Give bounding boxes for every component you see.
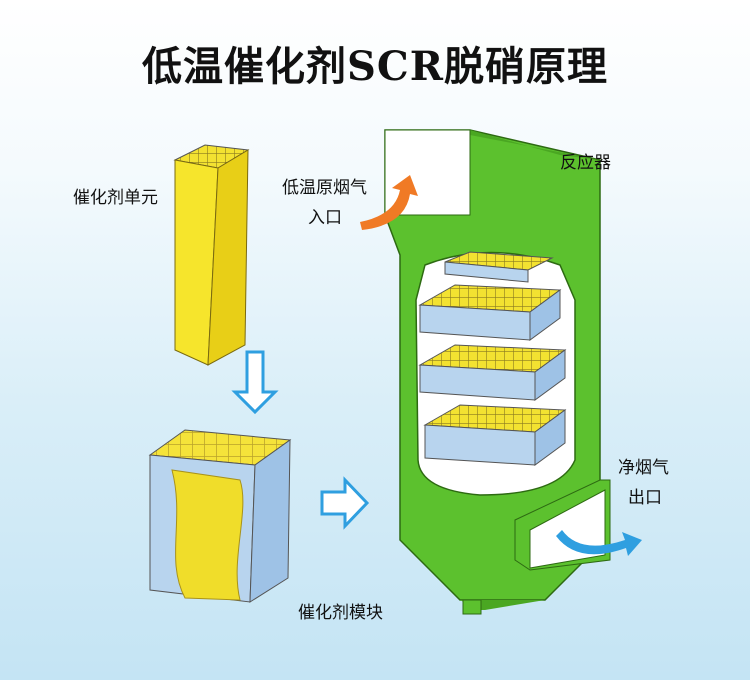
outlet-label-line2: 出口 [628, 488, 662, 508]
catalyst-module-label: 催化剂模块 [298, 603, 383, 623]
page-title: 低温催化剂SCR脱硝原理 [142, 43, 608, 90]
inlet-label-line2: 入口 [308, 208, 342, 228]
catalyst-layers [418, 251, 567, 466]
outlet-label-line1: 净烟气 [618, 458, 669, 478]
catalyst-unit-label: 催化剂单元 [73, 188, 158, 208]
outlet-arrow-icon [556, 530, 642, 556]
catalyst-unit [173, 144, 250, 366]
right-arrow-icon [320, 476, 370, 530]
inlet-arrow-icon [360, 175, 418, 230]
reactor-label: 反应器 [560, 153, 611, 173]
down-arrow-icon [231, 350, 279, 415]
inlet-label-line1: 低温原烟气 [282, 178, 367, 198]
reactor [384, 129, 611, 615]
catalyst-module [148, 429, 292, 603]
